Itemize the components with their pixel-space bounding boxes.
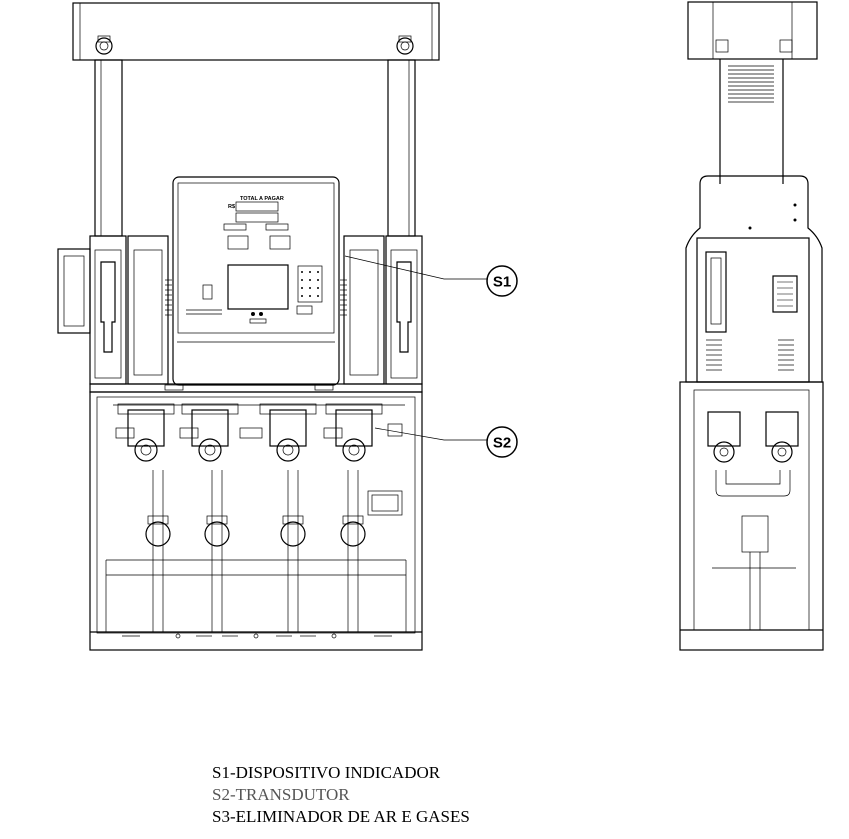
side-meter-left bbox=[707, 411, 741, 463]
meter-unit-3 bbox=[259, 403, 317, 632]
callout-s2: S2 bbox=[486, 426, 518, 458]
legend: S1-DISPOSITIVO INDICADOR S2-TRANSDUTOR S… bbox=[212, 762, 470, 828]
legend-item-s1: S1-DISPOSITIVO INDICADOR bbox=[212, 763, 441, 782]
side-filter-housing bbox=[741, 515, 769, 553]
lifting-eye-right-icon bbox=[396, 35, 414, 55]
callout-s2-label: S2 bbox=[493, 435, 511, 452]
hydraulic-cabinet bbox=[89, 391, 423, 651]
amount-display bbox=[235, 201, 279, 212]
left-nozzle-icon bbox=[100, 261, 116, 353]
s2-leader-line bbox=[374, 427, 487, 441]
front-canopy bbox=[72, 2, 440, 61]
id-plate bbox=[772, 275, 798, 313]
left-nozzle-housing bbox=[89, 235, 127, 385]
side-vents-lower bbox=[706, 339, 794, 371]
legend-item-s3: S3-ELIMINADOR DE AR E GASES bbox=[212, 807, 470, 826]
right-nozzle-icon bbox=[396, 261, 412, 353]
callout-s1: S1 bbox=[486, 265, 518, 297]
s1-leader-line bbox=[344, 255, 487, 280]
currency-label: R$ bbox=[228, 204, 235, 210]
meter-unit-4 bbox=[325, 403, 383, 632]
side-vent-top bbox=[728, 65, 774, 103]
keypad bbox=[297, 265, 323, 303]
side-cabinet bbox=[679, 381, 824, 651]
side-hose-holder bbox=[57, 248, 91, 334]
meter-unit-2 bbox=[181, 403, 239, 632]
display-head bbox=[172, 176, 340, 386]
legend-item-s2: S2-TRANSDUTOR bbox=[212, 785, 350, 804]
display-screen bbox=[227, 264, 289, 310]
side-canopy bbox=[687, 1, 818, 60]
right-nozzle-housing bbox=[385, 235, 423, 385]
total-label: TOTAL A PAGAR bbox=[240, 196, 284, 202]
side-meter-right bbox=[765, 411, 799, 463]
left-column bbox=[94, 59, 123, 237]
side-view bbox=[679, 1, 824, 651]
callout-s1-label: S1 bbox=[493, 274, 511, 291]
front-view: TOTAL A PAGAR R$ bbox=[57, 2, 518, 651]
right-column bbox=[387, 59, 416, 237]
volume-display bbox=[235, 212, 279, 223]
side-nozzle-holder bbox=[705, 251, 727, 333]
side-head-panel bbox=[696, 237, 810, 383]
lifting-eye-left-icon bbox=[95, 35, 113, 55]
side-head bbox=[685, 175, 823, 383]
